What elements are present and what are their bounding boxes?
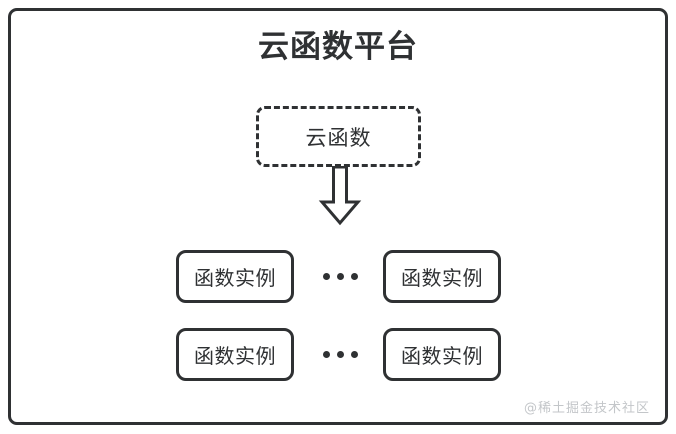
ellipsis-dot [350, 351, 358, 358]
function-instance-label: 函数实例 [194, 266, 276, 290]
function-instance-label: 函数实例 [401, 344, 483, 368]
function-instance-box: 函数实例 [383, 328, 501, 381]
ellipsis-dot [322, 273, 330, 280]
down-block-arrow-icon [318, 165, 362, 226]
ellipsis-dot [322, 351, 330, 358]
function-instance-label: 函数实例 [194, 344, 276, 368]
function-instance-box: 函数实例 [176, 328, 294, 381]
function-instance-label: 函数实例 [401, 266, 483, 290]
ellipsis-dot [336, 273, 344, 280]
watermark: @稀土掘金技术社区 [523, 401, 650, 416]
page-title: 云函数平台 [258, 29, 418, 65]
function-instance-box: 函数实例 [176, 250, 294, 303]
cloud-function-node: 云函数 [256, 106, 421, 167]
ellipsis-dot [336, 351, 344, 358]
ellipsis-icon [310, 328, 370, 381]
down-block-arrow-svg [318, 165, 362, 226]
instance-row: 函数实例 函数实例 [0, 328, 676, 381]
ellipsis-dot [350, 273, 358, 280]
instance-row: 函数实例 函数实例 [0, 250, 676, 303]
cloud-function-node-label: 云函数 [305, 125, 372, 150]
function-instance-box: 函数实例 [383, 250, 501, 303]
ellipsis-icon [310, 250, 370, 303]
